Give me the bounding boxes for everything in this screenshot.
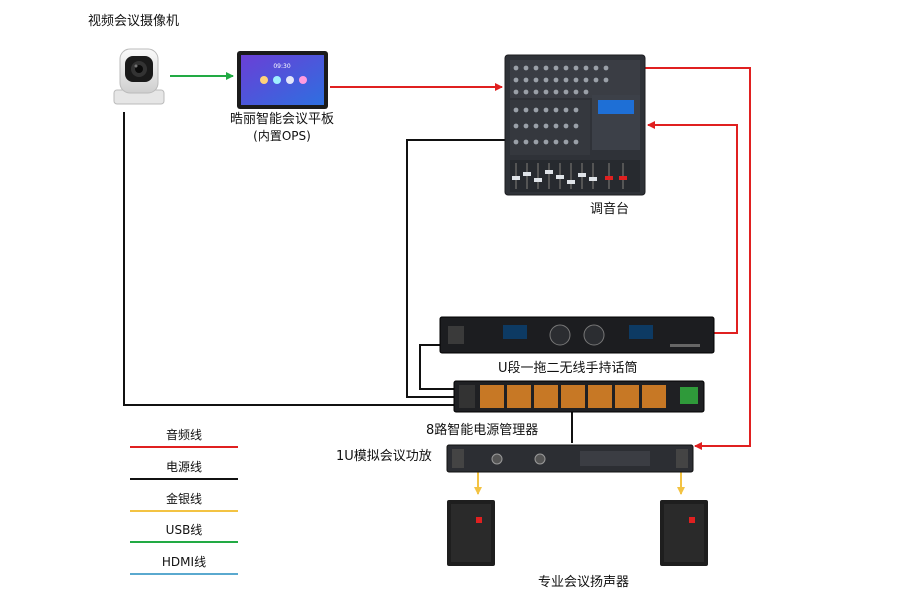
speakers-label: 专业会议扬声器 [538, 575, 630, 590]
power-line-mic [419, 344, 454, 390]
legend-label: USB线 [165, 523, 203, 537]
power-manager [453, 380, 705, 413]
audio-line-mic-mixer [647, 121, 738, 334]
audio-line-mixer-amplifier [645, 67, 751, 450]
panel-screen-time: 09:30 [273, 63, 290, 70]
legend-swatch [130, 573, 238, 575]
panel-label-line1: 晧丽智能会议平板 [229, 112, 335, 127]
wireless-mic-label: U段一拖二无线手持话筒 [498, 361, 638, 376]
speaker-right [660, 500, 708, 566]
legend-label: 电源线 [165, 460, 202, 474]
power-line-camera [123, 112, 454, 406]
legend-label: HDMI线 [161, 555, 207, 569]
legend-item-usb: USB线 [130, 521, 238, 543]
speaker-left [447, 500, 495, 566]
legend-item-gold-silver: 金银线 [130, 490, 238, 512]
amplifier-label: 1U模拟会议功放 [336, 449, 432, 464]
mixer-faders [512, 163, 627, 189]
video-camera [113, 48, 165, 105]
mixer-knobs [513, 65, 609, 145]
legend-item-audio: 音频线 [130, 426, 238, 448]
power-line-mixer [406, 139, 505, 398]
legend-item-power: 电源线 [130, 458, 238, 480]
legend-swatch [130, 541, 238, 543]
legend-swatch [130, 478, 238, 480]
panel-label-line2: (内置OPS) [253, 129, 311, 143]
legend-swatch [130, 510, 238, 512]
wireless-mic-receiver [439, 316, 715, 354]
power-amplifier [446, 444, 694, 473]
mixer-label: 调音台 [590, 202, 630, 217]
camera-label: 视频会议摄像机 [88, 14, 180, 29]
legend-item-hdmi: HDMI线 [130, 553, 238, 575]
legend-swatch [130, 446, 238, 448]
panel-label: 晧丽智能会议平板 (内置OPS) [230, 108, 334, 144]
legend-label: 音频线 [165, 428, 202, 442]
legend-label: 金银线 [165, 492, 202, 506]
power-manager-label: 8路智能电源管理器 [426, 423, 539, 438]
smart-panel: 09:30 [237, 51, 328, 109]
